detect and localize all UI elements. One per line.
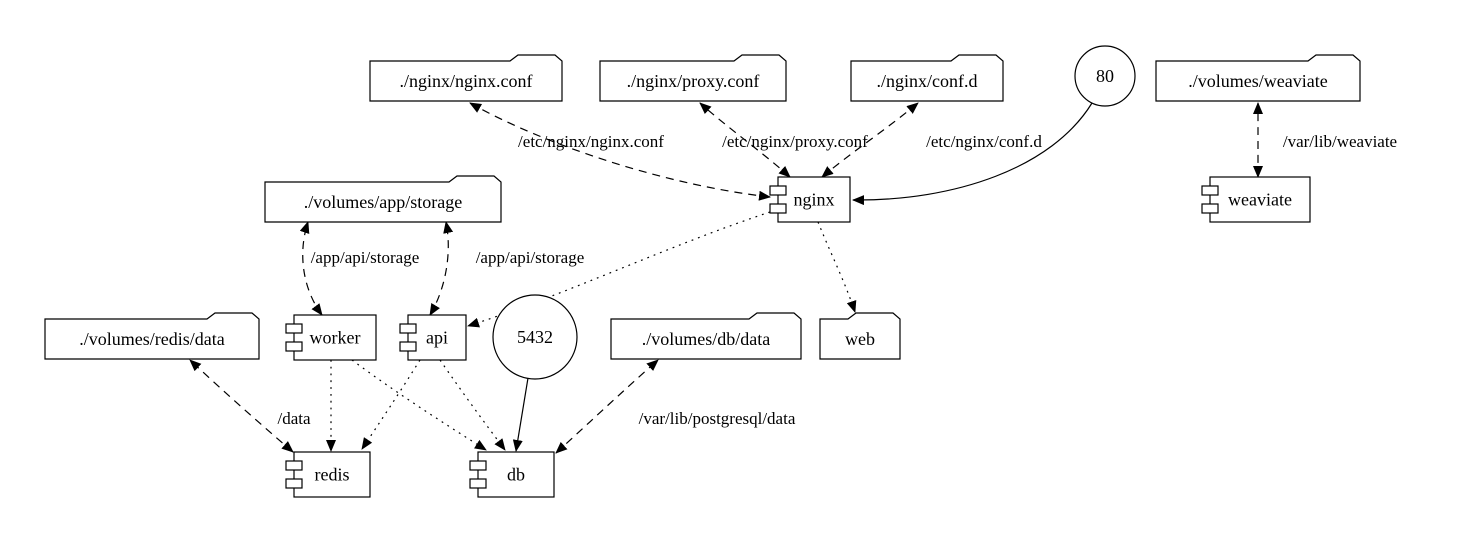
node-redis: redis: [285, 451, 371, 498]
component-body: [1209, 176, 1311, 223]
node-api: api: [399, 314, 467, 361]
node-weaviate: weaviate: [1201, 176, 1311, 223]
component-tab: [769, 185, 787, 196]
node-worker: worker: [285, 314, 377, 361]
node-web: web: [819, 312, 901, 360]
folder-shape: [44, 312, 260, 360]
node-nginx-conf: ./nginx/nginx.conf: [369, 54, 563, 102]
node-label: 80: [1096, 66, 1114, 86]
node-volumes-app-storage: ./volumes/app/storage: [264, 175, 502, 223]
node-label: ./volumes/redis/data: [79, 329, 224, 349]
node-label: ./volumes/db/data: [642, 329, 770, 349]
edge-api-db: [439, 359, 506, 451]
component-tab: [769, 203, 787, 214]
edge-nginx-proxy-conf: [699, 102, 791, 178]
node-label: ./volumes/app/storage: [304, 192, 462, 212]
folder-shape: [369, 54, 563, 102]
node-label: nginx: [793, 190, 834, 210]
component-tab: [285, 341, 303, 352]
folder-shape: [850, 54, 1004, 102]
edge-worker-db: [351, 359, 487, 451]
component-body: [477, 451, 555, 498]
folder-shape: [610, 312, 802, 360]
node-nginx: nginx: [769, 176, 851, 223]
node-label: ./nginx/conf.d: [877, 71, 978, 91]
component-body: [777, 176, 851, 223]
component-tab: [1201, 203, 1219, 214]
edge-db-volumes-db-data: [555, 359, 659, 454]
edge-label: /data: [277, 409, 310, 428]
edge-port-80-nginx: [852, 102, 1093, 206]
folder-shape: [1155, 54, 1361, 102]
edge-label: /etc/nginx/conf.d: [926, 132, 1042, 151]
component-body: [293, 314, 377, 361]
node-label: ./volumes/weaviate: [1188, 71, 1327, 91]
node-volumes-db-data: ./volumes/db/data: [610, 312, 802, 360]
component-tab: [285, 460, 303, 471]
node-label: redis: [315, 465, 350, 485]
folder-shape: [819, 312, 901, 360]
edge-api-volumes-app-storage: [429, 221, 454, 316]
edge-redis-volumes-redis-data: [189, 359, 294, 453]
node-label: api: [426, 328, 448, 348]
port-circle: [492, 294, 578, 380]
edge-label: /var/lib/weaviate: [1283, 132, 1397, 151]
node-volumes-redis-data: ./volumes/redis/data: [44, 312, 260, 360]
component-body: [407, 314, 467, 361]
edge-nginx-web: [817, 221, 857, 313]
node-port-80: 80: [1074, 45, 1136, 107]
component-tab: [399, 341, 417, 352]
edge-nginx-api: [467, 211, 771, 328]
node-volumes-weaviate: ./volumes/weaviate: [1155, 54, 1361, 102]
node-label: db: [507, 465, 525, 485]
component-tab: [469, 478, 487, 489]
port-circle: [1074, 45, 1136, 107]
component-body: [293, 451, 371, 498]
folder-shape: [599, 54, 787, 102]
component-tab: [285, 478, 303, 489]
component-tab: [399, 323, 417, 334]
edge-label: /etc/nginx/nginx.conf: [518, 132, 664, 151]
node-proxy-conf: ./nginx/proxy.conf: [599, 54, 787, 102]
node-label: weaviate: [1228, 190, 1292, 210]
edge-worker-volumes-app-storage: [299, 221, 323, 316]
component-tab: [469, 460, 487, 471]
edge-nginx-nginx-conf: [469, 102, 771, 201]
edge-nginx-conf-d: [821, 102, 919, 178]
node-label: 5432: [517, 327, 553, 347]
edge-layer: /etc/nginx/nginx.conf/etc/nginx/proxy.co…: [189, 102, 1397, 454]
node-label: ./nginx/nginx.conf: [400, 71, 533, 91]
edge-port-5432-db: [512, 377, 529, 452]
component-tab: [285, 323, 303, 334]
edge-label: /etc/nginx/proxy.conf: [722, 132, 868, 151]
component-tab: [1201, 185, 1219, 196]
folder-shape: [264, 175, 502, 223]
node-conf-d: ./nginx/conf.d: [850, 54, 1004, 102]
edge-api-redis: [361, 359, 421, 450]
edge-label: /app/api/storage: [311, 248, 420, 267]
node-db: db: [469, 451, 555, 498]
node-layer: ./nginx/nginx.conf ./nginx/proxy.conf ./ng…: [44, 45, 1361, 498]
node-port-5432: 5432: [492, 294, 578, 380]
node-label: web: [845, 329, 875, 349]
edge-label: /app/api/storage: [476, 248, 585, 267]
node-label: worker: [310, 328, 361, 348]
node-label: ./nginx/proxy.conf: [627, 71, 760, 91]
edge-label: /var/lib/postgresql/data: [639, 409, 796, 428]
